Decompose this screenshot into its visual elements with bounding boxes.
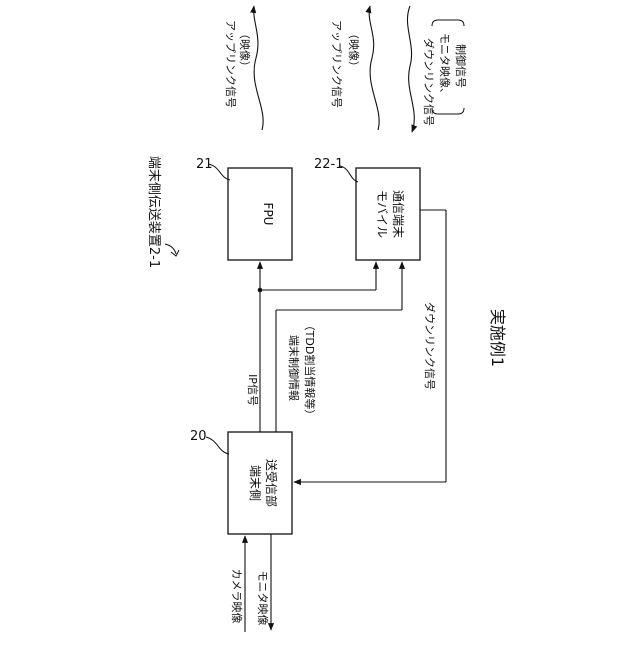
mobile-downlink-label-line2: モニタ映像、 xyxy=(438,33,451,99)
mobile-downlink-label-line3: 制御信号 xyxy=(454,44,468,88)
transceiver-label-line2: 送受信部 xyxy=(264,459,279,507)
control-info-label-line1: 端末制御情報 xyxy=(287,335,301,401)
fpu-label: FPU xyxy=(261,203,275,226)
mobile-downlink-radio-wave xyxy=(407,6,414,132)
transceiver-ref-number: 20 xyxy=(190,429,207,444)
transceiver-label-line1: 端末側 xyxy=(248,465,262,501)
system-label: 端末側伝送装置2-1 xyxy=(146,156,161,268)
monitor-video-label: モニタ映像 xyxy=(256,571,269,626)
mobile-uplink-label-line2: （映像） xyxy=(347,28,360,72)
downlink-signal-label: ダウンリンク信号 xyxy=(423,302,437,390)
camera-video-label: カメラ映像 xyxy=(230,569,243,624)
mobile-uplink-label-line1: アップリンク信号 xyxy=(330,20,343,108)
fpu-radio-wave xyxy=(254,6,263,130)
mobile-label-line1: モバイル xyxy=(375,190,389,238)
transceiver-ref-leader xyxy=(206,437,229,454)
mobile-ref-number: 22-1 xyxy=(314,157,344,172)
fpu-uplink-label-line1: アップリンク信号 xyxy=(224,20,237,108)
fpu-uplink-label-line2: （映像） xyxy=(238,28,251,72)
system-label-leader xyxy=(165,244,176,254)
ip-signal-label: IP信号 xyxy=(246,374,259,406)
mobile-uplink-radio-wave xyxy=(369,6,379,130)
mobile-label-line2: 通信端末 xyxy=(391,190,405,238)
fpu-block xyxy=(228,168,292,260)
figure-caption: 実施例1 xyxy=(488,309,507,367)
control-info-label-line2: （TDD割当情報等） xyxy=(303,320,317,421)
